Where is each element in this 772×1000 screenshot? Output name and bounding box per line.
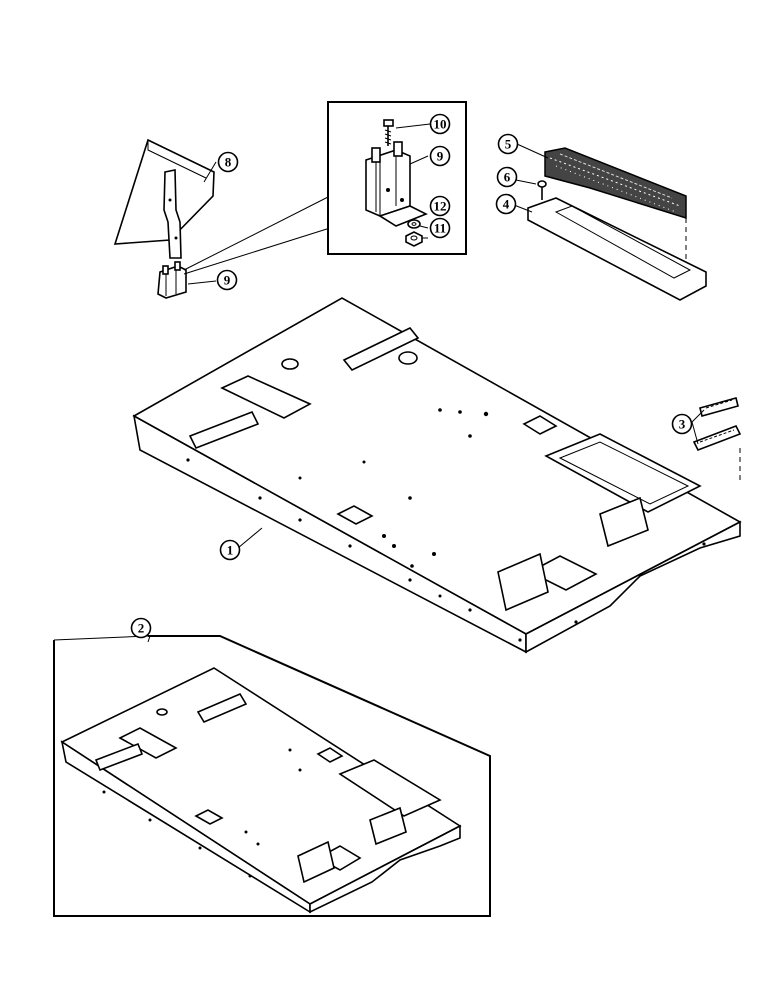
callout-8-label: 8 (225, 155, 232, 170)
callout-12: 12 (429, 195, 451, 217)
main-platform (132, 297, 742, 654)
callout-10-label: 10 (434, 117, 447, 132)
callout-5-label: 5 (505, 137, 512, 152)
callout-6: 6 (496, 166, 518, 188)
inset-leader-upper (183, 195, 331, 271)
callout-3: 3 (671, 413, 693, 435)
callout-3-label: 3 (679, 417, 686, 432)
callout-9-inset-label: 9 (437, 149, 444, 164)
callout-9-lower: 9 (216, 269, 238, 291)
callout-6-label: 6 (504, 170, 511, 185)
pad-strips (692, 397, 742, 484)
callout-12-label: 12 (434, 199, 447, 214)
alternate-platform-view (53, 635, 491, 917)
callout-4-label: 4 (503, 197, 510, 212)
callout-2: 2 (130, 617, 152, 639)
leader-lines (147, 123, 705, 643)
callout-8: 8 (217, 151, 239, 173)
callout-9-inset: 9 (429, 145, 451, 167)
callout-10: 10 (429, 113, 451, 135)
bracket-small (157, 261, 187, 299)
inset-leader-lower (183, 227, 331, 275)
callout-9-lower-label: 9 (224, 273, 231, 288)
callout-11-label: 11 (434, 221, 446, 236)
callout-4: 4 (495, 193, 517, 215)
callout-1: 1 (219, 539, 241, 561)
side-panel (113, 138, 215, 259)
floor-mat-assembly (527, 147, 707, 301)
callout-1-label: 1 (227, 543, 234, 558)
callout-5: 5 (497, 133, 519, 155)
callout-11: 11 (429, 217, 451, 239)
callout-2-label: 2 (138, 621, 145, 636)
